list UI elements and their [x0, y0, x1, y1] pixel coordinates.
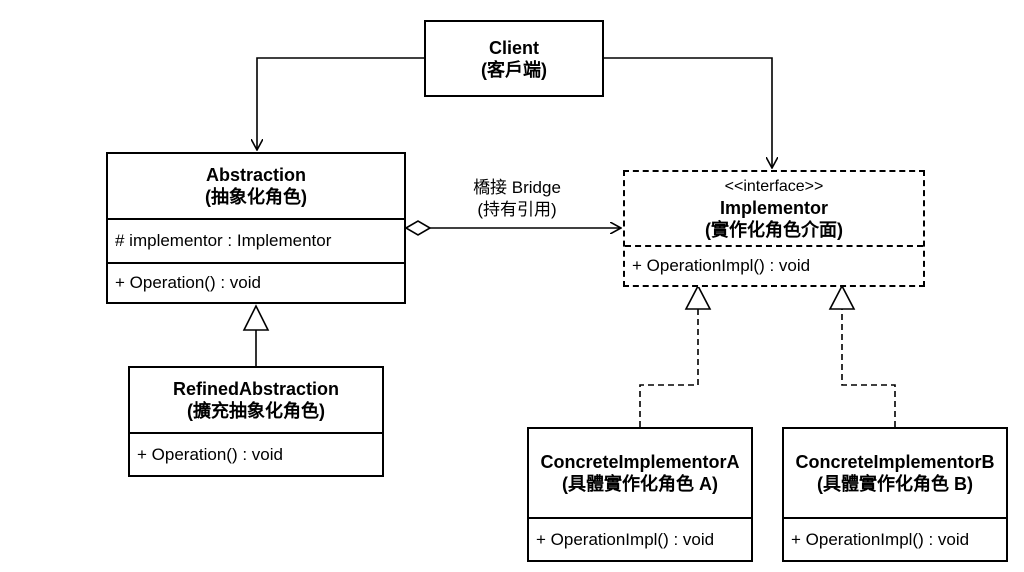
concrete-implementor-b-subtitle: (具體實作化角色 B): [817, 474, 973, 494]
bridge-label: 橋接 Bridge (持有引用): [452, 177, 582, 221]
implementor-subtitle: (實作化角色介面): [705, 219, 843, 240]
client-subtitle: (客戶端): [481, 59, 547, 80]
realization-line-a: [639, 309, 699, 427]
realization-line-b: [841, 309, 896, 427]
abstraction-operation: + Operation() : void: [108, 262, 404, 302]
implementor-header: <<interface>> Implementor (實作化角色介面): [625, 172, 923, 245]
client-class[interactable]: Client (客戶端): [424, 20, 604, 97]
concrete-implementor-b-class[interactable]: ConcreteImplementorB (具體實作化角色 B) + Opera…: [782, 427, 1008, 562]
client-title: Client: [488, 37, 539, 58]
abstraction-title: Abstraction: [205, 165, 306, 185]
concrete-implementor-b-title: ConcreteImplementorB: [795, 452, 995, 472]
abstraction-header: Abstraction (抽象化角色): [108, 154, 404, 218]
bridge-label-text: 橋接 Bridge: [473, 178, 561, 197]
concrete-implementor-b-operation: + OperationImpl() : void: [784, 517, 1006, 560]
client-header: Client (客戶端): [426, 22, 602, 95]
abstraction-subtitle: (抽象化角色): [205, 187, 307, 207]
inheritance-triangle: [242, 304, 270, 331]
refined-abstraction-subtitle: (擴充抽象化角色): [187, 401, 325, 421]
abstraction-attribute: # implementor : Implementor: [108, 218, 404, 262]
implementor-stereotype: <<interface>>: [724, 177, 824, 195]
concrete-implementor-a-operation: + OperationImpl() : void: [529, 517, 751, 560]
implementor-title: Implementor: [719, 197, 829, 218]
refined-abstraction-title: RefinedAbstraction: [172, 379, 340, 399]
refined-abstraction-operation: + Operation() : void: [130, 432, 382, 475]
implementor-interface[interactable]: <<interface>> Implementor (實作化角色介面) + Op…: [623, 170, 925, 287]
refined-abstraction-header: RefinedAbstraction (擴充抽象化角色): [130, 368, 382, 432]
client-to-abstraction-arrow: [257, 57, 424, 150]
concrete-implementor-a-subtitle: (具體實作化角色 A): [562, 474, 718, 494]
bridge-sublabel-text: (持有引用): [477, 200, 557, 219]
client-to-implementor-arrow: [603, 57, 772, 168]
implementor-operation: + OperationImpl() : void: [625, 245, 923, 285]
realization-triangle-a: [684, 284, 712, 310]
aggregation-diamond: [404, 220, 432, 236]
refined-abstraction-class[interactable]: RefinedAbstraction (擴充抽象化角色) + Operation…: [128, 366, 384, 477]
abstraction-class[interactable]: Abstraction (抽象化角色) # implementor : Impl…: [106, 152, 406, 304]
concrete-implementor-a-class[interactable]: ConcreteImplementorA (具體實作化角色 A) + Opera…: [527, 427, 753, 562]
concrete-implementor-a-header: ConcreteImplementorA (具體實作化角色 A): [529, 429, 751, 517]
concrete-implementor-a-title: ConcreteImplementorA: [540, 452, 740, 472]
concrete-implementor-b-header: ConcreteImplementorB (具體實作化角色 B): [784, 429, 1006, 517]
realization-triangle-b: [828, 284, 856, 310]
